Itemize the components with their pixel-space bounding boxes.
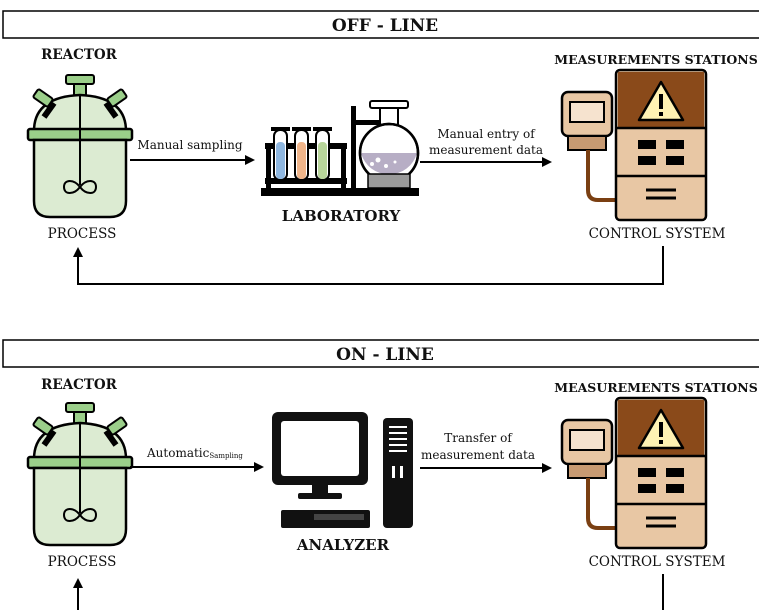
online-arrow1-small: Sampling — [209, 452, 243, 460]
measurement-station-icon — [560, 396, 708, 550]
offline-control-label: CONTROL SYSTEM — [589, 226, 726, 242]
offline-arrow1-label: Manual sampling — [137, 138, 242, 152]
measurement-station-icon — [560, 68, 708, 222]
online-stations-label: MEASUREMENTS STATIONS — [554, 380, 758, 395]
online-control-label: CONTROL SYSTEM — [589, 554, 726, 570]
online-reactor-label: REACTOR — [41, 377, 118, 393]
online-process-label: PROCESS — [48, 554, 117, 570]
online-arrow1-main: Automatic — [146, 446, 210, 460]
lab-label: LABORATORY — [282, 207, 401, 225]
offline-header: OFF - LINE — [332, 16, 438, 36]
computer-analyzer-icon — [272, 412, 413, 528]
reactor-icon — [28, 75, 132, 217]
online-header: ON - LINE — [336, 345, 434, 365]
offline-section: OFF - LINE REACTOR PROCESS Manual sampli… — [2, 10, 759, 285]
offline-process-label: PROCESS — [48, 226, 117, 242]
reactor-icon — [28, 403, 132, 545]
lab-glassware-icon — [261, 100, 420, 196]
online-arrow2-line1: Transfer of — [444, 431, 513, 445]
online-arrow2-line2: measurement data — [421, 448, 535, 462]
online-section: ON - LINE REACTOR PROCESS AutomaticSampl… — [2, 339, 759, 610]
analyzer-label: ANALYZER — [296, 536, 390, 554]
offline-reactor-label: REACTOR — [41, 47, 118, 63]
offline-arrow2-line1: Manual entry of — [437, 127, 536, 141]
online-header-bar — [2, 339, 759, 368]
offline-header-bar — [2, 10, 759, 39]
offline-arrow2-line2: measurement data — [429, 143, 543, 157]
offline-stations-label: MEASUREMENTS STATIONS — [554, 52, 758, 67]
offline-feedback-arrow — [73, 246, 664, 285]
online-arrow1-label: AutomaticSampling — [146, 446, 243, 460]
